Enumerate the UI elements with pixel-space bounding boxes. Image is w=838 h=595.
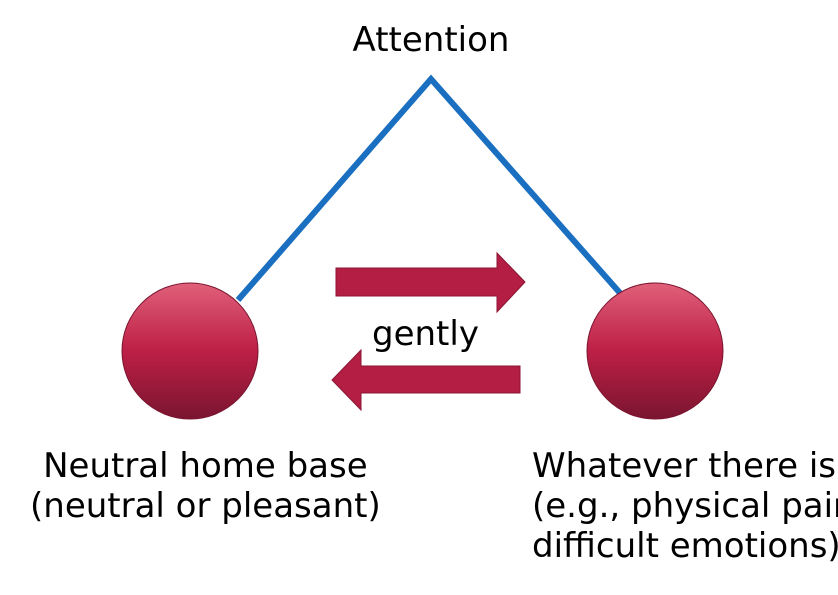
whatever-label-line: Whatever there is [532, 446, 836, 486]
connector-label: gently [372, 314, 479, 354]
whatever-label: Whatever there is (e.g., physical pain, … [532, 446, 838, 566]
home-base-circle [121, 282, 259, 420]
attention-line [235, 74, 623, 302]
arrow-left [331, 348, 521, 412]
whatever-label-line: difficult emotions) [532, 526, 838, 566]
diagram-title: Attention [352, 20, 510, 60]
arrow-right [335, 251, 526, 314]
home-base-label-line: (neutral or pleasant) [30, 486, 381, 526]
home-base-label: Neutral home base (neutral or pleasant) [30, 446, 381, 526]
whatever-label-line: (e.g., physical pain, [532, 486, 838, 526]
home-base-label-line: Neutral home base [43, 446, 368, 486]
whatever-circle [586, 282, 724, 420]
